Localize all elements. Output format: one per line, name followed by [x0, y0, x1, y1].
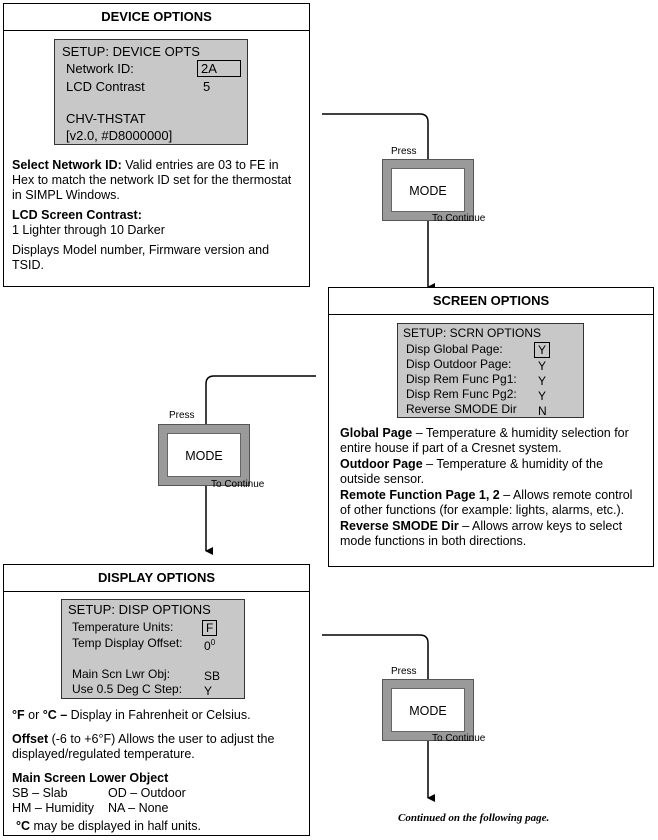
press-label-1: Press [391, 146, 417, 157]
network-id-value[interactable]: 2A [197, 60, 241, 77]
display-options-title: DISPLAY OPTIONS [4, 565, 309, 592]
display-options-panel: DISPLAY OPTIONS SETUP: DISP OPTIONS Temp… [3, 564, 310, 836]
continued-note: Continued on the following page. [398, 812, 550, 824]
main-scn-lwr-label: Main Scn Lwr Obj: [72, 667, 171, 681]
disp-rem-func1-label: Disp Rem Func Pg1: [406, 372, 517, 386]
model-number: CHV-THSTAT [66, 111, 146, 126]
reverse-smode-text: – Allows arrow keys to select mode funct… [340, 519, 623, 548]
contrast-heading: LCD Screen Contrast: [12, 208, 142, 222]
lower-object-heading: Main Screen Lower Object [12, 771, 169, 785]
lower-na: NA – None [108, 801, 169, 815]
press-label-2: Press [169, 410, 195, 421]
device-description: Select Network ID: Valid entries are 03 … [12, 158, 304, 278]
temp-units-value[interactable]: F [202, 620, 218, 636]
mode-button-3-label: MODE [391, 688, 465, 732]
half-units-heading: °C [16, 819, 31, 833]
disp-outdoor-value: Y [538, 359, 547, 373]
device-lcd-screen: SETUP: DEVICE OPTS Network ID: 2A LCD Co… [54, 39, 248, 145]
device-lcd-header: SETUP: DEVICE OPTS [62, 44, 200, 59]
temp-offset-label: Temp Display Offset: [72, 636, 183, 650]
lcd-contrast-value: 5 [203, 79, 211, 94]
screen-lcd-header: SETUP: SCRN OPTIONS [403, 326, 542, 340]
units-or-text: or [24, 708, 43, 722]
screen-description: Global Page – Temperature & humidity sel… [340, 426, 646, 549]
disp-rem-func2-label: Disp Rem Func Pg2: [406, 387, 517, 401]
continue-label-1: To Continue [432, 213, 486, 224]
offset-text: (-6 to +6°F) Allows the user to adjust t… [12, 732, 275, 761]
lower-sb: SB – Slab [12, 786, 68, 800]
disp-global-value[interactable]: Y [534, 342, 551, 358]
half-units-text: may be displayed in half units. [30, 819, 201, 833]
display-description: °F or °C – Display in Fahrenheit or Cels… [12, 708, 306, 834]
mode-button-2-label: MODE [167, 433, 241, 477]
outdoor-page-text: – Temperature & humidity of the outside … [340, 457, 604, 486]
disp-outdoor-label: Disp Outdoor Page: [406, 357, 512, 371]
temp-offset-value: 00 [204, 638, 216, 653]
connector-device-to-screen [322, 113, 435, 291]
lower-od: OD – Outdoor [108, 786, 186, 800]
main-scn-lwr-value: SB [204, 669, 221, 683]
device-options-panel: DEVICE OPTIONS SETUP: DEVICE OPTS Networ… [3, 3, 310, 287]
contrast-text: 1 Lighter through 10 Darker [12, 223, 165, 237]
mode-button-2[interactable]: MODE [158, 424, 250, 486]
disp-rem-func1-value: Y [538, 374, 547, 388]
celsius-heading: °C – [42, 708, 68, 722]
half-deg-step-label: Use 0.5 Deg C Step: [72, 682, 183, 696]
continue-label-2: To Continue [211, 479, 265, 490]
press-label-3: Press [391, 666, 417, 677]
connector-display-to-next [322, 634, 435, 802]
reverse-smode-value: N [538, 404, 547, 418]
temp-units-label: Temperature Units: [72, 620, 174, 634]
network-id-text: Valid entries are 03 to FE in Hex to mat… [12, 158, 292, 202]
outdoor-page-heading: Outdoor Page [340, 457, 423, 471]
screen-lcd-screen: SETUP: SCRN OPTIONS Disp Global Page: Y … [397, 323, 584, 418]
reverse-smode-label: Reverse SMODE Dir [406, 402, 517, 416]
mode-button-1[interactable]: MODE [382, 159, 474, 221]
global-page-heading: Global Page [340, 426, 413, 440]
firmware-version: [v2.0, #D8000000] [66, 128, 173, 143]
network-id-heading: Select Network ID: [12, 158, 122, 172]
connector-screen-to-display [205, 375, 316, 555]
global-page-text: – Temperature & humidity selection for e… [340, 426, 629, 455]
remote-function-text: – Allows remote control of other functio… [340, 488, 633, 517]
half-deg-step-value: Y [204, 684, 213, 698]
disp-global-label: Disp Global Page: [406, 342, 503, 356]
device-options-title: DEVICE OPTIONS [4, 4, 309, 31]
lower-hm: HM – Humidity [12, 801, 94, 815]
offset-heading: Offset [12, 732, 49, 746]
lcd-contrast-label: LCD Contrast [66, 79, 145, 94]
display-lcd-header: SETUP: DISP OPTIONS [68, 602, 211, 617]
screen-options-title: SCREEN OPTIONS [329, 288, 653, 315]
display-info-text: Displays Model number, Firmware version … [12, 243, 270, 272]
continue-label-3: To Continue [432, 733, 486, 744]
units-text: Display in Fahrenheit or Celsius. [67, 708, 251, 722]
reverse-smode-heading: Reverse SMODE Dir [340, 519, 459, 533]
display-lcd-screen: SETUP: DISP OPTIONS Temperature Units: F… [61, 599, 245, 699]
disp-rem-func2-value: Y [538, 389, 547, 403]
remote-function-heading: Remote Function Page 1, 2 [340, 488, 500, 502]
mode-button-1-label: MODE [391, 168, 465, 212]
screen-options-panel: SCREEN OPTIONS SETUP: SCRN OPTIONS Disp … [328, 287, 654, 567]
mode-button-3[interactable]: MODE [382, 679, 474, 741]
network-id-label: Network ID: [66, 61, 134, 76]
fahrenheit-heading: °F [12, 708, 25, 722]
